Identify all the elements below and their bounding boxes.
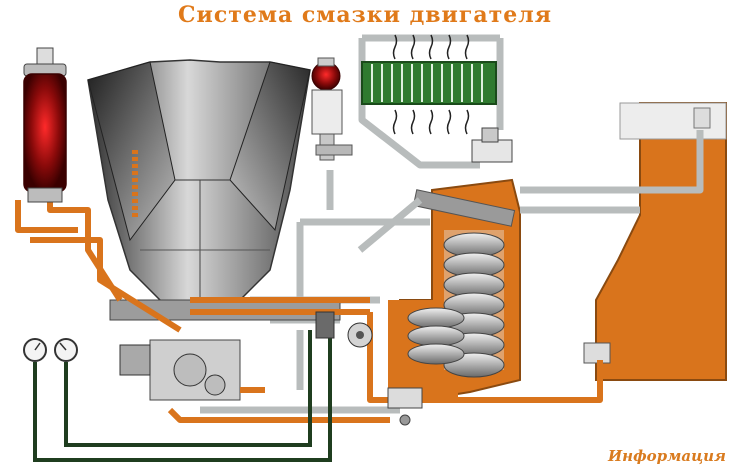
oil-filter-red — [23, 47, 67, 203]
oil-tank — [583, 102, 727, 381]
air-flow-arrows — [392, 34, 470, 135]
oil-pump-assembly — [119, 339, 241, 401]
thermostat-valve — [471, 127, 513, 163]
oil-temperature-gauge — [54, 338, 78, 362]
oil-collector — [388, 178, 521, 401]
diagram-title: Система смазки двигателя — [178, 2, 552, 28]
oil-pump-drive — [315, 311, 373, 348]
centrifuge — [407, 307, 465, 365]
pressure-reducing-valve — [311, 57, 353, 161]
drain-valve — [387, 387, 423, 426]
engine-block — [87, 59, 341, 401]
oil-cooler-radiator — [361, 61, 497, 105]
info-link[interactable]: Информация — [607, 447, 726, 465]
radiator-fins — [371, 64, 483, 102]
orange-oil-lines — [15, 150, 603, 423]
gauge-lines — [33, 322, 332, 462]
oil-pressure-gauge — [23, 338, 47, 362]
